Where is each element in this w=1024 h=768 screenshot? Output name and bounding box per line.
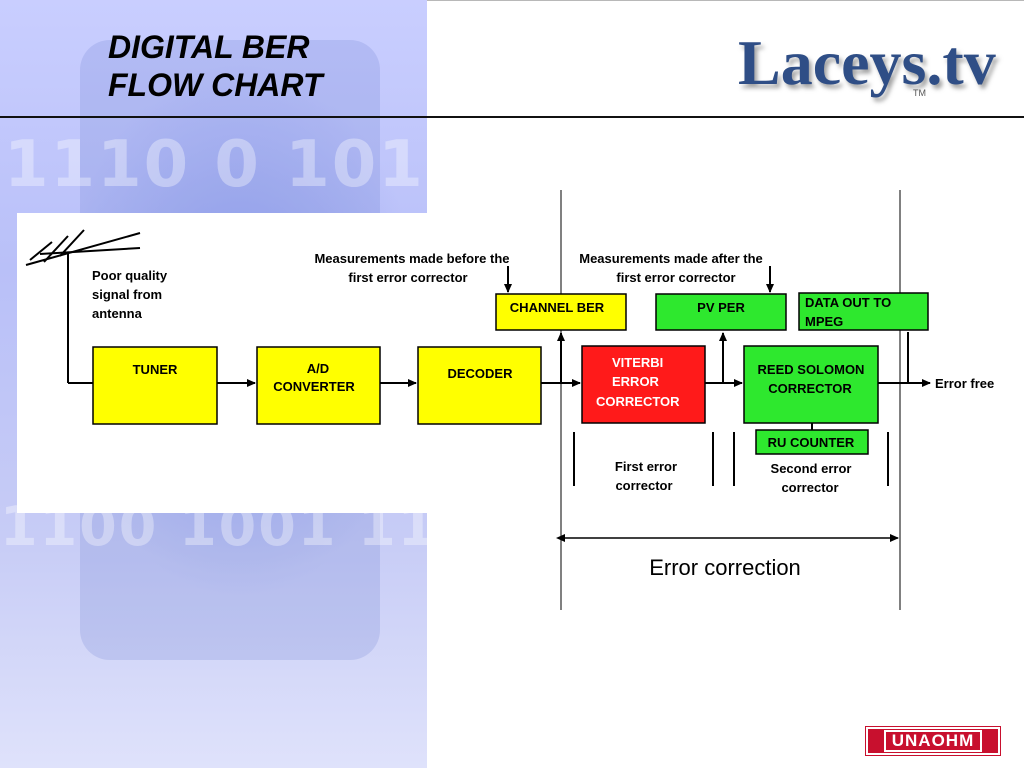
- ru-counter-label: RU COUNTER: [768, 435, 855, 450]
- ad-converter-block: [256, 346, 381, 425]
- data-out-label-line-2: MPEG: [805, 314, 843, 329]
- page-title: DIGITAL BER FLOW CHART: [108, 28, 322, 104]
- viterbi-label-line-2: ERROR: [612, 374, 660, 389]
- data-out-label-line-1: DATA OUT TO: [805, 295, 891, 310]
- first-corrector-label-line-1: First error: [615, 459, 677, 474]
- antenna-note-line-2: signal from: [92, 287, 162, 302]
- unaohm-logo-text: UNAOHM: [883, 730, 983, 752]
- antenna-note-line-3: antenna: [92, 306, 143, 321]
- title-line-2: FLOW CHART: [108, 67, 323, 103]
- second-corrector-label-line-1: Second error: [771, 461, 852, 476]
- error-correction-label: Error correction: [649, 555, 801, 580]
- decoder-block: [417, 346, 542, 425]
- second-corrector-label-line-2: corrector: [781, 480, 838, 495]
- reed-solomon-label-line-1: REED SOLOMON: [758, 362, 865, 377]
- after-note-line-2: first error corrector: [616, 270, 735, 285]
- error-free-label: Error free: [935, 376, 994, 391]
- laceys-logo: Laceys.tv: [738, 27, 996, 98]
- reed-solomon-label-line-2: CORRECTOR: [768, 381, 852, 396]
- channel-ber-label: CHANNEL BER: [510, 300, 605, 315]
- decoder-label: DECODER: [447, 366, 513, 381]
- pv-per-block: [655, 293, 787, 331]
- pv-per-label: PV PER: [697, 300, 745, 315]
- tuner-block: [92, 346, 218, 425]
- ad-converter-label-line-2: CONVERTER: [273, 379, 355, 394]
- viterbi-label-line-1: VITERBI: [612, 355, 663, 370]
- top-border: [427, 0, 1024, 1]
- unaohm-logo: UNAOHM: [865, 726, 1001, 756]
- trademark-mark: TM: [913, 88, 926, 98]
- first-corrector-label-line-2: corrector: [615, 478, 672, 493]
- data-out-block: [798, 292, 929, 331]
- antenna-icon: [25, 229, 141, 383]
- header-divider: [0, 116, 1024, 118]
- before-note-line-1: Measurements made before the: [314, 251, 509, 266]
- ad-converter-label-line-1: A/D: [307, 361, 329, 376]
- viterbi-block: [581, 345, 706, 424]
- ru-counter-block: [755, 429, 869, 455]
- viterbi-label-line-3: CORRECTOR: [596, 394, 680, 409]
- title-line-1: DIGITAL BER: [108, 29, 310, 65]
- antenna-note-line-1: Poor quality: [92, 268, 168, 283]
- before-note-line-2: first error corrector: [348, 270, 467, 285]
- binary-digits-decoration: 1110 0 1011: [4, 128, 472, 202]
- tuner-label: TUNER: [133, 362, 178, 377]
- channel-ber-block: [495, 293, 627, 331]
- after-note-line-1: Measurements made after the: [579, 251, 763, 266]
